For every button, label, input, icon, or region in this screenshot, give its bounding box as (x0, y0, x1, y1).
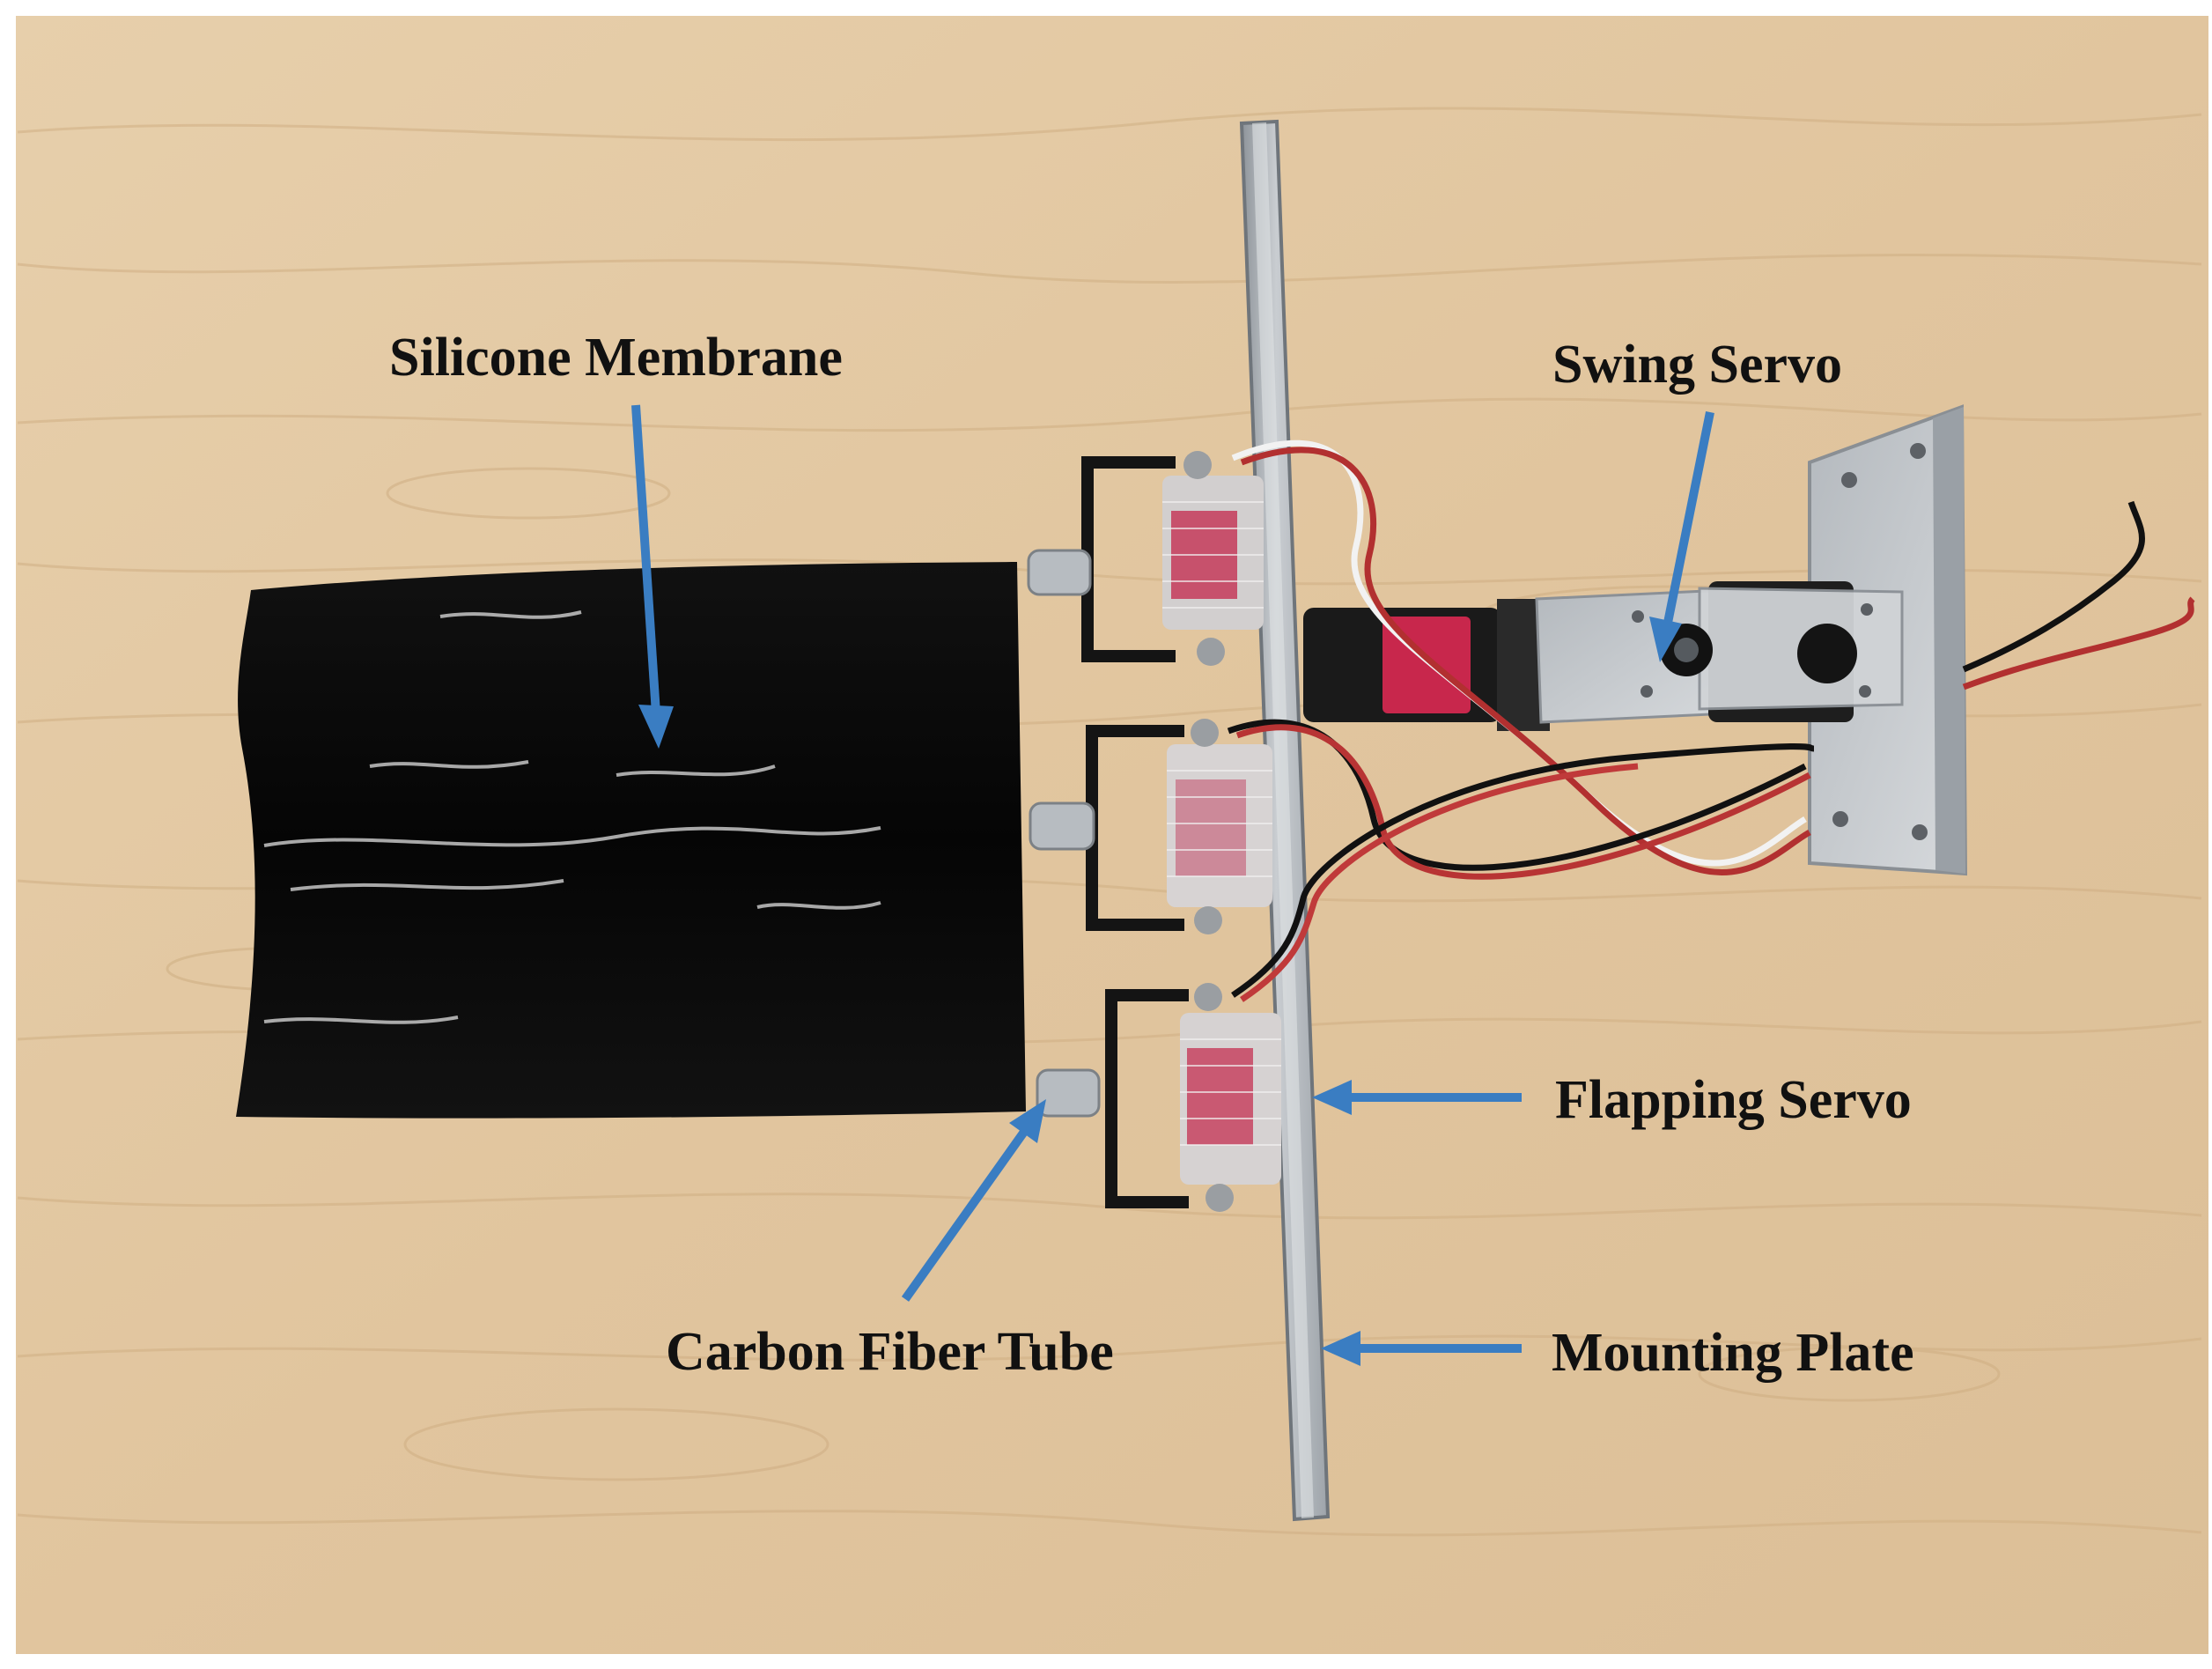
arrow-swing (1663, 411, 1714, 628)
label-swing-servo: Swing Servo (1552, 335, 1842, 395)
tube-couplers (1027, 549, 1101, 1118)
label-flapping-servo: Flapping Servo (1555, 1070, 1912, 1130)
label-silicone-membrane: Silicone Membrane (389, 328, 843, 388)
arrow-carbon (901, 1129, 1029, 1302)
wood-grain (17, 107, 2202, 1537)
label-carbon-fiber-tube: Carbon Fiber Tube (666, 1322, 1114, 1382)
silicone-membrane (236, 562, 1026, 1119)
servo-wires (1227, 439, 2195, 1002)
arrow-membrane (631, 404, 660, 714)
flapping-servos (1162, 451, 1281, 1212)
label-mounting-plate: Mounting Plate (1552, 1323, 1914, 1383)
annotation-arrows (631, 404, 1714, 1366)
swing-servo (1303, 581, 1904, 731)
